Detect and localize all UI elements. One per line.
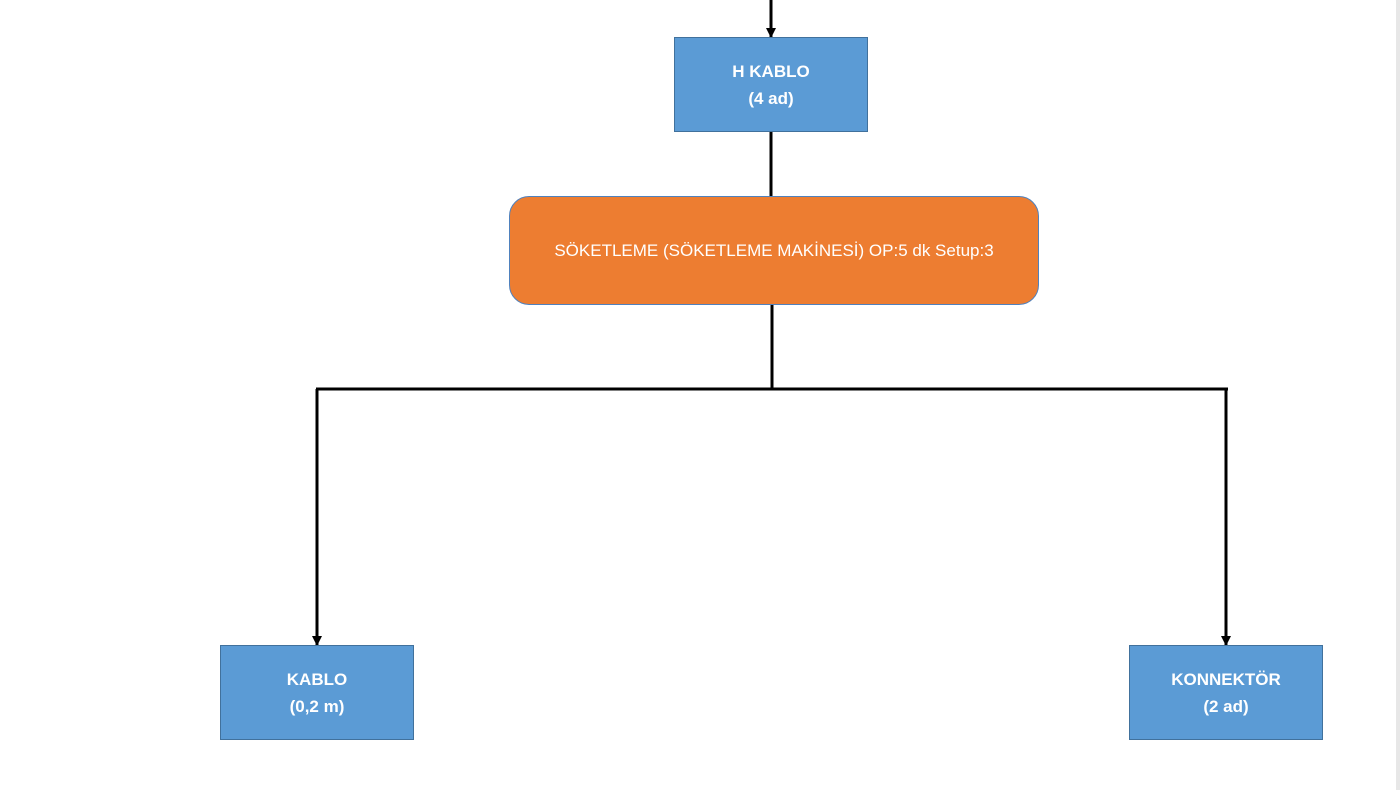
node-process-label: SÖKETLEME (SÖKETLEME MAKİNESİ) OP:5 dk S… [554, 240, 994, 260]
node-konnektor-qty: (2 ad) [1203, 696, 1249, 716]
node-kablo[interactable]: KABLO (0,2 m) [220, 645, 414, 740]
node-h-kablo-name: H KABLO [732, 61, 810, 81]
node-h-kablo[interactable]: H KABLO (4 ad) [674, 37, 868, 132]
node-h-kablo-qty: (4 ad) [748, 88, 794, 108]
node-konnektor-name: KONNEKTÖR [1171, 669, 1281, 689]
node-soketleme-process[interactable]: SÖKETLEME (SÖKETLEME MAKİNESİ) OP:5 dk S… [509, 196, 1039, 305]
node-kablo-name: KABLO [286, 669, 348, 689]
node-konnektor[interactable]: KONNEKTÖR (2 ad) [1129, 645, 1323, 740]
window-edge [1396, 0, 1400, 790]
node-kablo-qty: (0,2 m) [289, 696, 345, 716]
